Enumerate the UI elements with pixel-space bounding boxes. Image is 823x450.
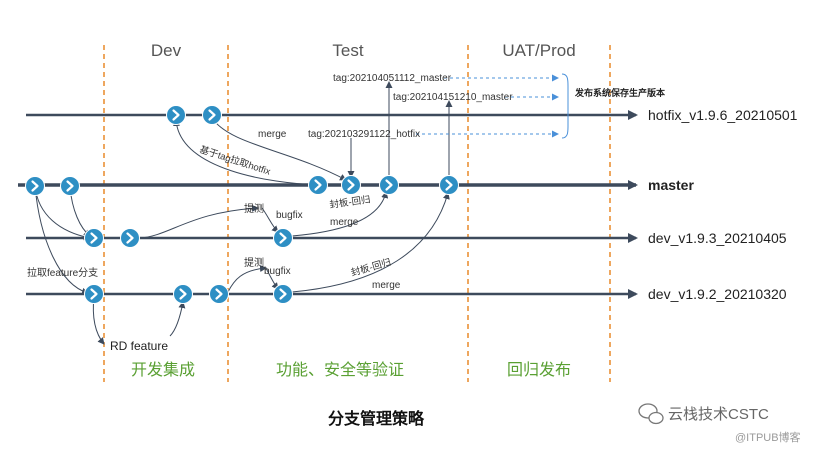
- commit-node-dev192: [273, 284, 293, 304]
- commit-nodes: [25, 105, 459, 304]
- diagram-caption: 分支管理策略: [328, 409, 425, 428]
- zone-footer-test: 功能、安全等验证: [276, 361, 404, 379]
- curve-master-to-dev192: [34, 185, 89, 295]
- chevron-right-icon: [215, 288, 223, 300]
- wechat-icon: [638, 403, 664, 425]
- commit-node-hotfix: [166, 105, 186, 125]
- ann-hotfix-from-tag: 基于tag拉取hotfix: [198, 143, 272, 177]
- chevron-right-icon: [179, 288, 187, 300]
- branch-label-dev192: dev_v1.9.2_20210320: [648, 286, 787, 302]
- curve-dev193-merge: [291, 191, 389, 237]
- tag2-text: tag:202104151210_master: [393, 92, 513, 103]
- chevron-right-icon: [279, 232, 287, 244]
- chevron-right-icon: [445, 179, 453, 191]
- ann-rd-feature: RD feature: [110, 339, 168, 353]
- commit-node-master: [341, 175, 361, 195]
- commit-node-dev192: [209, 284, 229, 304]
- commit-node-hotfix: [202, 105, 222, 125]
- chevron-right-icon: [385, 179, 393, 191]
- commit-node-master: [379, 175, 399, 195]
- chevron-right-icon: [90, 232, 98, 244]
- ann-ticeshi-2: 提测: [244, 256, 264, 269]
- ann-bugfix-1: bugfix: [276, 210, 303, 221]
- chevron-right-icon: [31, 180, 39, 192]
- chevron-right-icon: [279, 288, 287, 300]
- ann-ticeshi-1: 提测: [244, 202, 264, 215]
- commit-node-dev193: [84, 228, 104, 248]
- curve-dev192-merge: [291, 192, 450, 293]
- ann-pull-feature: 拉取feature分支: [27, 266, 98, 279]
- zone-header-test: Test: [332, 41, 363, 60]
- tag1-text: tag:202104051112_master: [333, 73, 452, 84]
- chevron-right-icon: [347, 179, 355, 191]
- chevron-right-icon: [314, 179, 322, 191]
- zone-footer-uat: 回归发布: [507, 361, 571, 379]
- release-bracket: [561, 73, 569, 139]
- chevron-right-icon: [66, 180, 74, 192]
- curve-hotfix-merge: [211, 117, 347, 181]
- branch-label-master: master: [648, 177, 694, 193]
- watermark-brand: 云栈技术CSTC: [668, 406, 769, 423]
- chevron-right-icon: [172, 109, 180, 121]
- curve-dev193-ticeshi: [139, 204, 259, 239]
- ann-fengban-2: 封板-回归: [350, 256, 393, 279]
- zone-header-uat: UAT/Prod: [502, 41, 575, 60]
- zone-header-dev: Dev: [151, 41, 182, 60]
- curve-rd-feature-back: [169, 301, 186, 337]
- ann-merge-2: merge: [372, 280, 401, 291]
- commit-node-master: [25, 176, 45, 196]
- chevron-right-icon: [126, 232, 134, 244]
- tag3-text: tag:202103291122_hotfix: [308, 129, 420, 140]
- commit-node-dev193: [120, 228, 140, 248]
- zone-footer-dev: 开发集成: [131, 361, 195, 379]
- commit-node-master: [439, 175, 459, 195]
- branch-label-hotfix: hotfix_v1.9.6_20210501: [648, 107, 798, 123]
- commit-node-dev192: [173, 284, 193, 304]
- chevron-right-icon: [90, 288, 98, 300]
- commit-node-dev193: [273, 228, 293, 248]
- ann-fengban-1: 封板-回归: [329, 193, 371, 211]
- curve-dev192-ticeshi: [227, 265, 267, 293]
- watermark-source: @ITPUB博客: [735, 430, 801, 444]
- chevron-right-icon: [208, 109, 216, 121]
- branch-label-dev193: dev_v1.9.3_20210405: [648, 230, 787, 246]
- commit-node-master: [60, 176, 80, 196]
- ann-merge-1: merge: [330, 217, 359, 228]
- commit-node-master: [308, 175, 328, 195]
- ann-merge-hotfix: merge: [258, 129, 287, 140]
- commit-node-dev192: [84, 284, 104, 304]
- box-note: 发布系统保存生产版本: [574, 87, 666, 98]
- ann-bugfix-2: bugfix: [264, 266, 291, 277]
- curve-hotfix-from-tag: [173, 119, 319, 186]
